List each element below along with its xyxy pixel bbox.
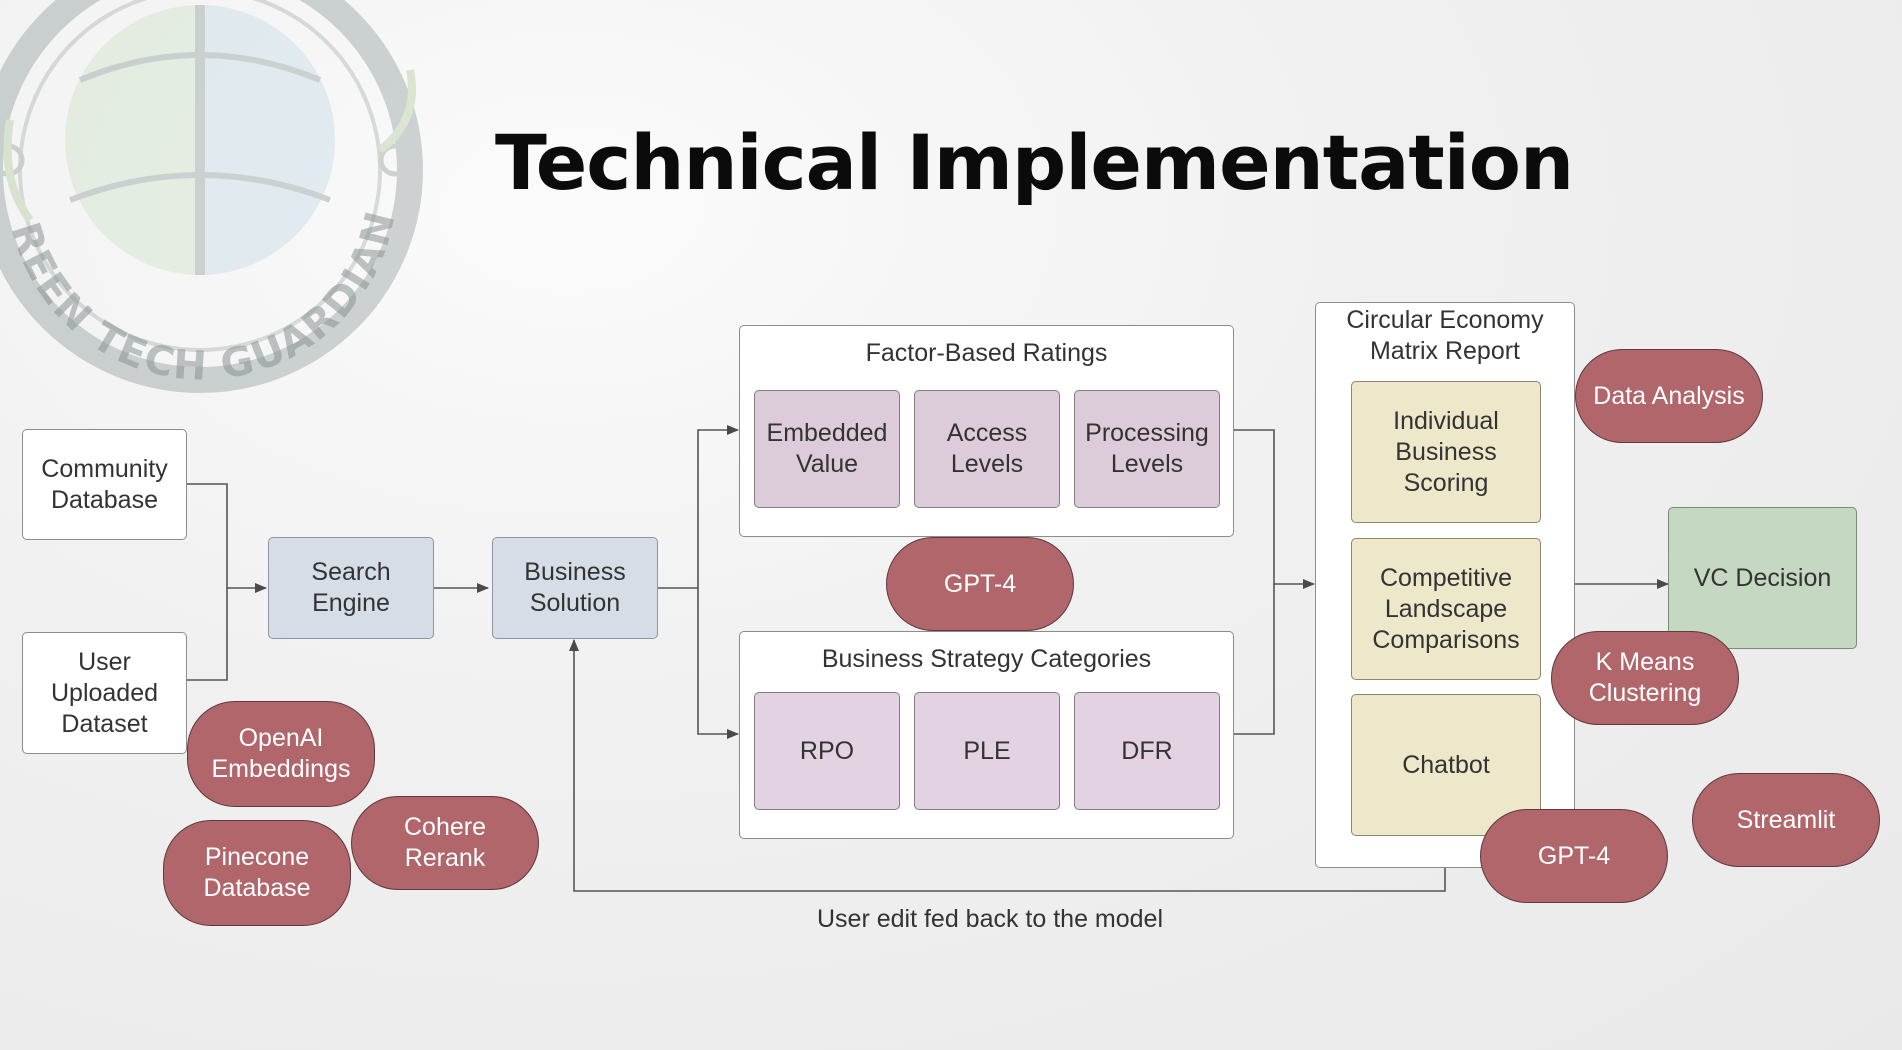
- embedded-value-node: Embedded Value: [754, 390, 900, 508]
- cohere-rerank-pill: Cohere Rerank: [351, 796, 539, 890]
- processing-levels-node: Processing Levels: [1074, 390, 1220, 508]
- circular-economy-matrix-report-group: Circular Economy Matrix Report Individua…: [1315, 302, 1575, 868]
- user-uploaded-dataset-node: User Uploaded Dataset: [22, 632, 187, 754]
- kmeans-clustering-pill: K Means Clustering: [1551, 631, 1739, 725]
- openai-embeddings-pill: OpenAI Embeddings: [187, 701, 375, 807]
- matrix-report-title: Circular Economy Matrix Report: [1346, 306, 1544, 365]
- business-strategy-categories-title: Business Strategy Categories: [821, 645, 1152, 673]
- rpo-node: RPO: [754, 692, 900, 810]
- dfr-node: DFR: [1074, 692, 1220, 810]
- factor-based-ratings-title: Factor-Based Ratings: [865, 339, 1108, 367]
- vc-decision-node: VC Decision: [1668, 507, 1857, 649]
- feedback-caption: User edit fed back to the model: [816, 905, 1164, 933]
- logo-text-arc: GREEN TECH GUARDIANS: [0, 0, 403, 390]
- data-analysis-pill: Data Analysis: [1575, 349, 1763, 443]
- competitive-landscape-comparisons-node: Competitive Landscape Comparisons: [1351, 538, 1541, 680]
- business-solution-node: Business Solution: [492, 537, 658, 639]
- streamlit-pill: Streamlit: [1692, 773, 1880, 867]
- ple-node: PLE: [914, 692, 1060, 810]
- green-tech-guardians-logo: [0, 0, 423, 393]
- individual-business-scoring-node: Individual Business Scoring: [1351, 381, 1541, 523]
- factor-based-ratings-group: Factor-Based Ratings Embedded Value Acce…: [739, 325, 1234, 537]
- access-levels-node: Access Levels: [914, 390, 1060, 508]
- gpt4-bottom-pill: GPT-4: [1480, 809, 1668, 903]
- community-database-node: Community Database: [22, 429, 187, 540]
- business-strategy-categories-group: Business Strategy Categories RPO PLE DFR: [739, 631, 1234, 839]
- gpt4-middle-pill: GPT-4: [886, 537, 1074, 631]
- pinecone-database-pill: Pinecone Database: [163, 820, 351, 926]
- page-title: Technical Implementation: [495, 118, 1574, 207]
- search-engine-node: Search Engine: [268, 537, 434, 639]
